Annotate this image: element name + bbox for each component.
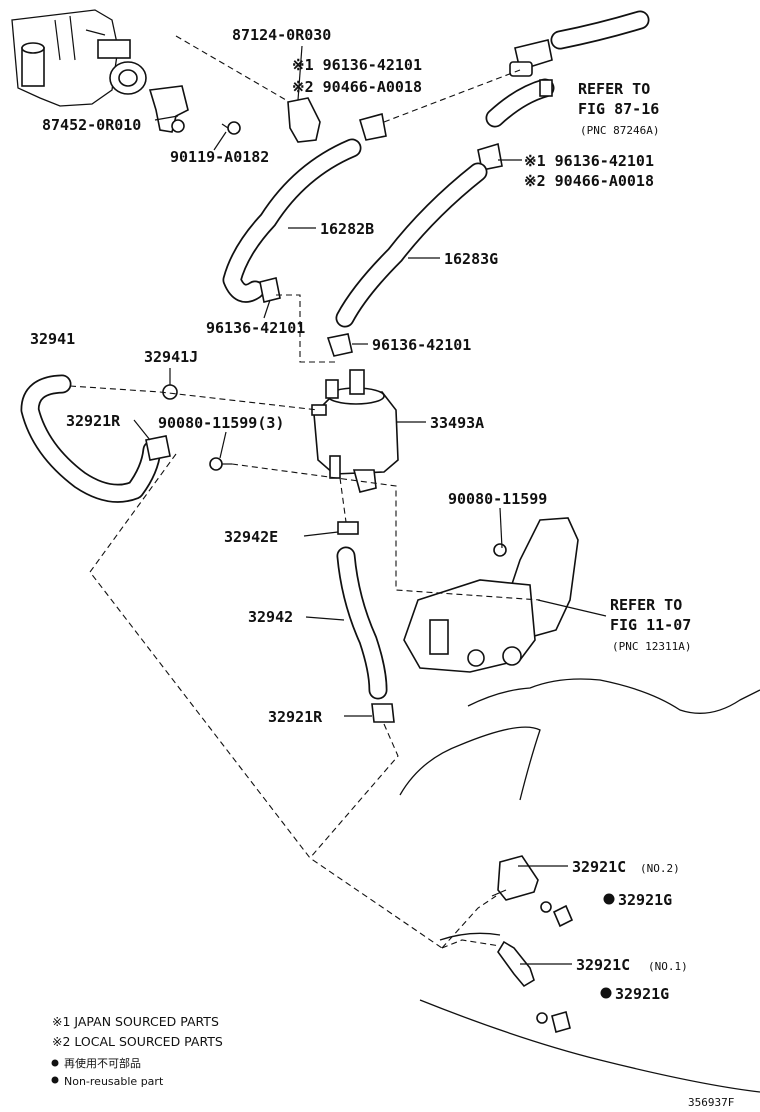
engine-bracket [403, 517, 579, 673]
refer-to-fig-87-16-line1: REFER TO [578, 80, 650, 98]
label-32921C-no2-note: (NO.2) [640, 862, 680, 875]
hose-clamp-a [358, 112, 387, 141]
bolt-90080-11599-3 [209, 457, 232, 471]
fitting-32921C-no2 [491, 855, 574, 928]
label-32942: 32942 [248, 608, 293, 626]
clip-96136-42101-c [259, 277, 281, 303]
hose-16283G [335, 162, 488, 328]
engine-fragment-top-left [11, 9, 189, 133]
label-90466-A0018-note2-top: ※2 90466-A0018 [292, 78, 422, 96]
non-reusable-bullet-icon [51, 1076, 59, 1084]
label-32942E: 32942E [224, 528, 278, 546]
clamp-32921R-a [145, 435, 171, 461]
non-reusable-bullet-icon [600, 987, 612, 999]
leader-lines [133, 45, 607, 965]
clip-32941J [162, 384, 178, 400]
figure-id: 356937F [688, 1096, 734, 1109]
clip-96136-42101-d [326, 333, 353, 357]
clip-87124-0R030 [287, 97, 321, 143]
label-96136-42101-note1-top: ※1 96136-42101 [292, 56, 422, 74]
label-87452-0R010: 87452-0R010 [42, 116, 141, 134]
legend-non-reusable-jp: 再使用不可部品 [64, 1056, 141, 1070]
hose-32942 [336, 546, 388, 700]
label-32921G-upper: 32921G [618, 891, 672, 909]
refer-to-fig-11-07-pnc: (PNC 12311A) [612, 640, 691, 653]
label-16282B: 16282B [320, 220, 374, 238]
non-reusable-bullet-icon [603, 893, 615, 905]
label-90080-11599: 90080-11599 [448, 490, 547, 508]
label-96136-42101-right: 96136-42101 [372, 336, 471, 354]
hose-16282B [222, 138, 362, 303]
legend-non-reusable-en: Non-reusable part [64, 1075, 164, 1088]
label-16283G: 16283G [444, 250, 498, 268]
label-96136-42101-note1-right: ※1 96136-42101 [524, 152, 654, 170]
label-32921C-no2: 32921C [572, 858, 626, 876]
pipe-fragment-top-right [485, 10, 650, 128]
label-32941: 32941 [30, 330, 75, 348]
label-32921R-lower: 32921R [268, 708, 323, 726]
legend-note-2: ※2 LOCAL SOURCED PARTS [52, 1034, 223, 1049]
label-32921C-no1: 32921C [576, 956, 630, 974]
hose-32941 [20, 374, 162, 503]
label-90466-A0018-note2-right: ※2 90466-A0018 [524, 172, 654, 190]
label-90119-A0182: 90119-A0182 [170, 148, 269, 166]
label-32921G-lower: 32921G [615, 985, 669, 1003]
connector-32942E [337, 521, 359, 535]
non-reusable-bullet-icon [51, 1059, 59, 1067]
legend: ※1 JAPAN SOURCED PARTS ※2 LOCAL SOURCED … [51, 1014, 223, 1088]
legend-note-1: ※1 JAPAN SOURCED PARTS [52, 1014, 219, 1029]
label-96136-42101-left: 96136-42101 [206, 319, 305, 337]
refer-to-fig-11-07-line1: REFER TO [610, 596, 682, 614]
label-32921R-upper: 32921R [66, 412, 121, 430]
bolt-90119-A0182 [221, 121, 241, 135]
refer-to-fig-11-07-line2: FIG 11-07 [610, 616, 691, 634]
label-32941J: 32941J [144, 348, 198, 366]
refer-to-fig-87-16-pnc: (PNC 87246A) [580, 124, 659, 137]
label-87124-0R030: 87124-0R030 [232, 26, 331, 44]
fitting-32921C-no1 [497, 940, 571, 1033]
canister-33493A [311, 369, 399, 493]
label-90080-11599-qty3: 90080-11599(3) [158, 414, 284, 432]
refer-to-fig-87-16-line2: FIG 87-16 [578, 100, 659, 118]
label-32921C-no1-note: (NO.1) [648, 960, 688, 973]
clamp-32921R-b [371, 703, 395, 723]
connector-dashes [69, 35, 541, 949]
engine-outline-bottom [399, 678, 760, 1093]
label-33493A: 33493A [430, 414, 484, 432]
